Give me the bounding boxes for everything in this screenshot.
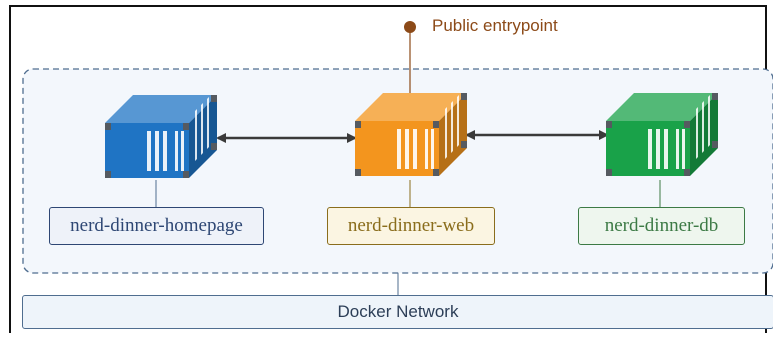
- container-door-rib: [676, 129, 679, 169]
- container-corner: [183, 123, 189, 130]
- container-door-rib: [163, 131, 167, 171]
- container-corner: [105, 171, 111, 178]
- container-label-db: nerd-dinner-db: [578, 207, 745, 245]
- container-side-rib: [708, 95, 710, 147]
- container-corner: [712, 93, 718, 100]
- container-door-rib: [431, 129, 434, 169]
- container-corner: [433, 169, 439, 176]
- container-icon-db: [606, 93, 718, 176]
- container-corner: [606, 169, 612, 176]
- container-side-rib: [445, 107, 447, 159]
- container-side-rib: [457, 95, 459, 147]
- docker-network-label: Docker Network: [337, 302, 459, 321]
- container-corner: [433, 121, 439, 128]
- container-side-rib: [201, 103, 203, 155]
- container-side-rib: [696, 107, 698, 159]
- container-corner: [183, 171, 189, 178]
- entrypoint-dot: [404, 21, 416, 33]
- docker-network-bar: Docker Network: [22, 295, 773, 329]
- container-icon-homepage: [105, 95, 217, 178]
- container-door-rib: [648, 129, 652, 169]
- container-side-rib: [195, 109, 197, 161]
- container-door-rib: [405, 129, 409, 169]
- container-door-rib: [147, 131, 151, 171]
- container-corner: [355, 121, 361, 128]
- container-corner: [684, 169, 690, 176]
- container-door-rib: [413, 129, 417, 169]
- container-corner: [712, 141, 718, 148]
- container-label-web: nerd-dinner-web: [327, 207, 495, 245]
- container-icon-web: [355, 93, 467, 176]
- container-label-homepage: nerd-dinner-homepage: [49, 207, 264, 245]
- entrypoint-label: Public entrypoint: [432, 16, 558, 35]
- container-door-rib: [425, 129, 428, 169]
- container-door-rib: [664, 129, 668, 169]
- container-side-rib: [207, 97, 209, 149]
- container-side-rib: [451, 101, 453, 153]
- container-door-rib: [397, 129, 401, 169]
- container-door-rib: [656, 129, 660, 169]
- container-corner: [606, 121, 612, 128]
- container-door-rib: [175, 131, 178, 171]
- container-corner: [355, 169, 361, 176]
- container-corner: [211, 95, 217, 102]
- container-door-rib: [181, 131, 184, 171]
- container-door-rib: [155, 131, 159, 171]
- container-corner: [211, 143, 217, 150]
- container-door-rib: [682, 129, 685, 169]
- container-corner: [461, 93, 467, 100]
- container-side-rib: [702, 101, 704, 153]
- container-corner: [105, 123, 111, 130]
- container-corner: [461, 141, 467, 148]
- container-corner: [684, 121, 690, 128]
